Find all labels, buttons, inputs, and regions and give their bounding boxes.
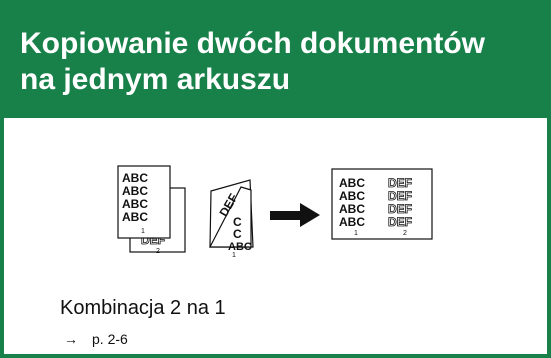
rotated-c-letter: C bbox=[233, 227, 242, 241]
result-page-number-2: 2 bbox=[403, 230, 407, 237]
page-title: Kopiowanie dwóch dokumentów na jednym ar… bbox=[20, 26, 540, 98]
right-arrow-symbol-icon: → bbox=[64, 331, 78, 347]
rotated-document-stack: DEF C C ABC 1 bbox=[209, 179, 254, 259]
original-document-1: ABC ABC ABC ABC 1 bbox=[117, 165, 171, 239]
page-number-2: 2 bbox=[156, 248, 160, 255]
page-reference-link[interactable]: → p. 2-6 bbox=[64, 331, 128, 347]
title-line-1: Kopiowanie dwóch dokumentów bbox=[20, 27, 485, 60]
rotated-page-number: 1 bbox=[232, 252, 236, 259]
result-abc-text: ABC bbox=[339, 176, 365, 190]
two-in-one-illustration: DEF 2 ABC ABC ABC ABC 1 DEF C C ABC 1 bbox=[117, 165, 433, 259]
combined-result-sheet: ABC ABC ABC ABC 1 DEF DEF DEF DEF 2 bbox=[331, 168, 433, 240]
result-def-text: DEF bbox=[388, 176, 412, 190]
rotated-c-letter: C bbox=[233, 215, 242, 229]
content-frame bbox=[0, 118, 551, 358]
title-line-2: na jednym arkuszu bbox=[20, 63, 291, 96]
result-def-text: DEF bbox=[388, 202, 412, 216]
rotated-abc-text: ABC bbox=[228, 241, 252, 253]
header-banner: Kopiowanie dwóch dokumentów na jednym ar… bbox=[0, 0, 551, 118]
result-def-text: DEF bbox=[388, 189, 412, 203]
result-def-text: DEF bbox=[388, 215, 412, 229]
result-page-number-1: 1 bbox=[354, 230, 358, 237]
abc-text-line: ABC bbox=[122, 184, 148, 198]
page-reference-text: p. 2-6 bbox=[92, 331, 128, 347]
abc-text-line: ABC bbox=[122, 171, 148, 185]
abc-text-line: ABC bbox=[122, 197, 148, 211]
abc-text-line: ABC bbox=[122, 210, 148, 224]
result-abc-text: ABC bbox=[339, 215, 365, 229]
result-abc-text: ABC bbox=[339, 189, 365, 203]
page-number-1: 1 bbox=[141, 228, 145, 235]
right-arrow-icon bbox=[270, 203, 320, 227]
result-abc-text: ABC bbox=[339, 202, 365, 216]
feature-name: Kombinacja 2 na 1 bbox=[60, 297, 226, 319]
